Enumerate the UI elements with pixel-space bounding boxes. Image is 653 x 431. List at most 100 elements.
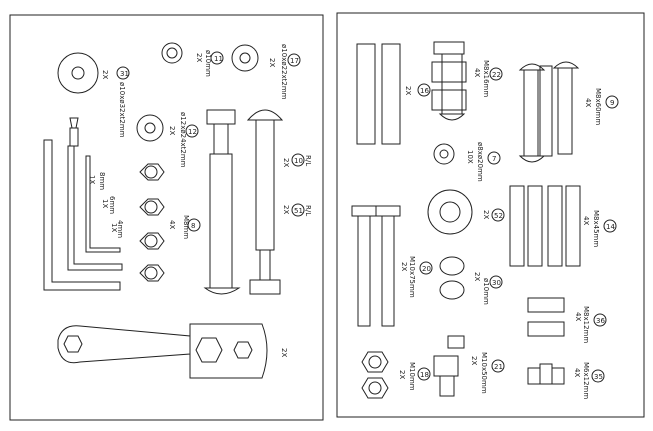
- allen-size-6: 6mm: [108, 196, 116, 214]
- label-30: 30 ø10mm 2X: [473, 272, 503, 305]
- washer-11: [161, 42, 183, 64]
- bolts-21: [433, 335, 465, 397]
- part-num-36: 36: [596, 317, 605, 325]
- part-num-16: 16: [420, 87, 429, 95]
- nuts-8: [139, 163, 165, 282]
- axle-51: [246, 109, 284, 295]
- part-qty-7: 10X: [466, 150, 474, 164]
- washers-30: [439, 256, 465, 300]
- part-qty-10: 2X: [282, 158, 290, 167]
- washer-52: [427, 189, 473, 235]
- label-18: 18 M10mm 2X: [398, 362, 431, 391]
- part-num-52: 52: [494, 212, 503, 220]
- part-size-11: ø10mm: [204, 50, 212, 77]
- washer-31: [57, 52, 99, 94]
- part-num-10: 10: [294, 157, 303, 165]
- part-qty-36: 4X: [574, 312, 582, 321]
- part-size-51: R/L: [304, 205, 312, 216]
- part-qty-51: 2X: [282, 205, 290, 214]
- bolts-35: [527, 363, 565, 385]
- part-size-36: M8x12mm: [582, 306, 590, 343]
- part-qty-30: 2X: [473, 272, 481, 281]
- bolts-22: [431, 41, 467, 121]
- label-51: 51 R/L 2X: [282, 203, 312, 217]
- label-14: 14 M8x45mm 4X: [582, 210, 617, 247]
- wrench-icon: 2X: [57, 323, 288, 379]
- part-num-14: 14: [606, 223, 615, 231]
- label-8: 8 M8mm 4X: [168, 215, 201, 239]
- allen-size-4: 4mm: [116, 220, 124, 238]
- allen-size-8: 8mm: [98, 172, 106, 190]
- part-qty-11: 2X: [195, 53, 203, 62]
- wrench-qty: 2X: [280, 348, 288, 357]
- label-12: 12 ø12xø24xt2mm 2X: [168, 112, 199, 168]
- bolts-14: [509, 185, 581, 267]
- part-num-9: 9: [610, 99, 614, 107]
- part-num-18: 18: [420, 371, 429, 379]
- part-qty-22: 4X: [473, 68, 481, 77]
- screwdriver-icon: [69, 117, 79, 147]
- left-panel: [9, 14, 324, 421]
- part-qty-14: 4X: [582, 216, 590, 225]
- part-num-7: 7: [492, 155, 496, 163]
- label-16: 16 2X: [404, 83, 431, 97]
- label-9: 9 M8x60mm 4X: [584, 88, 619, 125]
- part-num-17: 17: [290, 57, 299, 65]
- part-size-18: M10mm: [408, 362, 416, 391]
- part-size-14: M8x45mm: [592, 210, 600, 247]
- part-size-22: M8x16mm: [482, 60, 490, 97]
- part-qty-21: 2X: [470, 356, 478, 365]
- part-qty-16: 2X: [404, 86, 412, 95]
- part-size-7: ø8xø20mm: [476, 142, 484, 182]
- label-20: 20 M10x75mm 2X: [400, 256, 433, 298]
- part-size-12: ø12xø24xt2mm: [179, 112, 187, 168]
- washer-17: [231, 44, 259, 72]
- part-qty-17: 2X: [268, 58, 276, 67]
- part-num-22: 22: [492, 71, 501, 79]
- part-size-10: R/L: [304, 155, 312, 166]
- part-num-51: 51: [294, 207, 303, 215]
- part-size-20: M10x75mm: [408, 256, 416, 298]
- part-qty-12: 2X: [168, 126, 176, 135]
- part-qty-20: 2X: [400, 262, 408, 271]
- part-num-20: 20: [422, 265, 431, 273]
- allen-qty-4: 1X: [110, 223, 118, 232]
- part-num-31: 31: [120, 70, 129, 78]
- label-36: 36 M8x12mm 4X: [574, 306, 607, 343]
- part-size-9: M8x60mm: [594, 88, 602, 125]
- part-size-35: M6x12mm: [582, 362, 590, 399]
- label-52: 52 2X: [482, 208, 505, 222]
- part-qty-8: 4X: [168, 220, 176, 229]
- allen-qty-6: 1X: [101, 199, 109, 208]
- part-size-30: ø10mm: [482, 278, 490, 305]
- bolts-36: [527, 297, 565, 337]
- part-num-35: 35: [594, 373, 603, 381]
- part-size-31: ø10xø32xt2mm: [118, 82, 126, 138]
- part-size-17: ø10xø22xt2mm: [280, 44, 288, 100]
- part-qty-35: 4X: [573, 368, 581, 377]
- part-size-8: M8mm: [182, 215, 190, 239]
- allen-keys: 8mm 1X 6mm 1X 4mm 1X: [43, 139, 124, 291]
- part-qty-52: 2X: [482, 210, 490, 219]
- right-panel: [336, 12, 645, 418]
- allen-qty-8: 1X: [88, 175, 96, 184]
- tubes-16: [356, 43, 401, 145]
- axle-10: [203, 109, 241, 295]
- washer-7: [433, 143, 455, 165]
- part-qty-31: 2X: [101, 70, 109, 79]
- part-size-21: M10x50mm: [480, 352, 488, 394]
- part-num-12: 12: [188, 128, 197, 136]
- nuts-18: [361, 351, 389, 399]
- part-qty-9: 4X: [584, 98, 592, 107]
- part-num-8: 8: [191, 222, 195, 230]
- label-11: 11 ø10mm 2X: [195, 50, 224, 77]
- part-num-30: 30: [492, 279, 501, 287]
- label-31: 31 ø10xø32xt2mm 2X: [101, 66, 130, 138]
- label-35: 35 M6x12mm 4X: [573, 362, 605, 399]
- part-qty-18: 2X: [398, 370, 406, 379]
- label-10: 10 R/L 2X: [282, 153, 312, 167]
- part-num-21: 21: [494, 363, 503, 371]
- bolts-20: [351, 205, 401, 327]
- bolts-9: [518, 61, 580, 163]
